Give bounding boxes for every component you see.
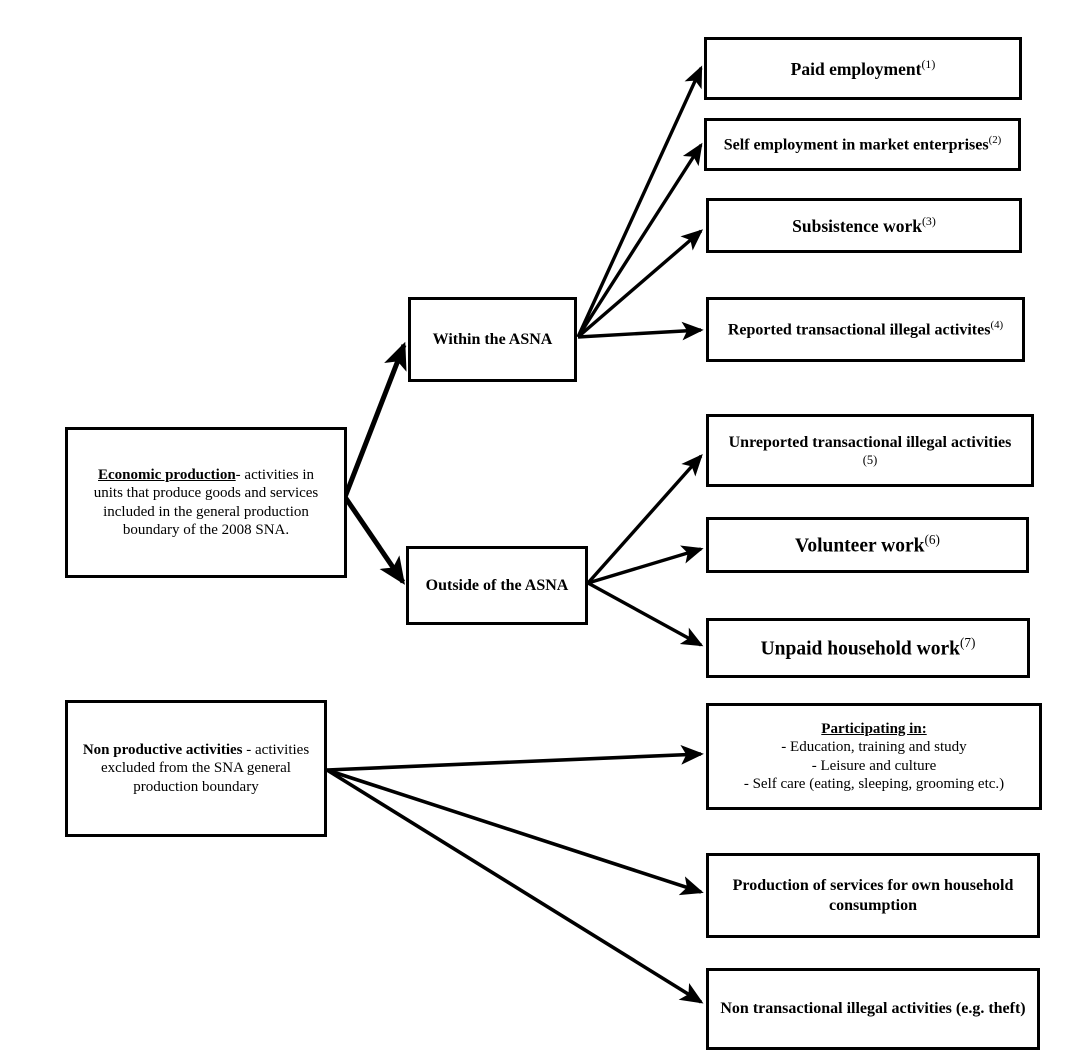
- reported-illegal-note: (4): [990, 319, 1004, 332]
- node-economic-production[interactable]: Economic production- activities in units…: [65, 427, 347, 578]
- unpaid-household-label: Unpaid household work: [760, 638, 960, 660]
- edge-economic-to-outside: [342, 495, 406, 585]
- node-non-transactional-illegal[interactable]: Non transactional illegal activities (e.…: [706, 968, 1040, 1050]
- edge-outside-to-unreported-illegal: [586, 453, 703, 585]
- node-outside-asna[interactable]: Outside of the ASNA: [406, 546, 588, 625]
- edge-group-within-asna: [576, 65, 704, 341]
- subsistence-work-label: Subsistence work: [792, 215, 922, 236]
- edge-group-economic-production: [342, 341, 407, 585]
- node-subsistence-work[interactable]: Subsistence work(3): [706, 198, 1022, 253]
- subsistence-work-note: (3): [921, 213, 936, 228]
- own-household-label: Production of services for own household…: [732, 876, 1014, 914]
- participating-line-education: - Education, training and study: [781, 739, 967, 756]
- edge-economic-to-within: [342, 341, 407, 498]
- node-non-productive-activities[interactable]: Non productive activities - activities e…: [65, 700, 327, 837]
- edge-outside-to-unpaid-household: [587, 581, 704, 647]
- edge-outside-to-volunteer-work: [587, 545, 704, 585]
- edge-group-non-productive: [326, 744, 704, 1004]
- reported-illegal-label: Reported transactional illegal activites: [727, 321, 991, 339]
- outside-asna-label: Outside of the ASNA: [425, 576, 569, 594]
- non-productive-label: Non productive activities: [82, 742, 243, 759]
- paid-employment-note: (1): [921, 56, 936, 71]
- node-participating-in[interactable]: Participating in: - Education, training …: [706, 703, 1042, 810]
- node-own-household-consumption[interactable]: Production of services for own household…: [706, 853, 1040, 938]
- node-unpaid-household-work[interactable]: Unpaid household work(7): [706, 618, 1030, 678]
- non-transactional-label: Non transactional illegal activities (e.…: [720, 1000, 1026, 1018]
- volunteer-work-note: (6): [924, 531, 940, 547]
- edge-within-to-paid-employment: [576, 65, 703, 338]
- edge-group-outside-asna: [586, 453, 704, 647]
- node-paid-employment[interactable]: Paid employment(1): [704, 37, 1022, 100]
- participating-line-leisure: - Leisure and culture: [811, 757, 937, 774]
- node-within-asna[interactable]: Within the ASNA: [408, 297, 577, 382]
- self-employment-label: Self employment in market enterprises: [723, 136, 989, 154]
- edge-nonproductive-to-own-household: [326, 768, 704, 896]
- node-unreported-illegal-activities[interactable]: Unreported transactional illegal activit…: [706, 414, 1034, 487]
- paid-employment-label: Paid employment: [790, 58, 922, 79]
- edge-within-to-reported-illegal: [577, 321, 704, 341]
- non-productive-description: - activities excluded from the SNA gener…: [101, 742, 310, 795]
- edge-within-to-subsistence-work: [576, 229, 704, 339]
- economic-production-label: Economic production: [98, 466, 236, 483]
- node-volunteer-work[interactable]: Volunteer work(6): [706, 517, 1029, 573]
- unreported-illegal-label: Unreported transactional illegal activit…: [728, 434, 1012, 452]
- participating-heading: Participating in:: [821, 720, 927, 737]
- node-reported-illegal-activities[interactable]: Reported transactional illegal activites…: [706, 297, 1025, 362]
- edge-nonproductive-to-non-transactional: [326, 768, 704, 1004]
- self-employment-note: (2): [988, 134, 1002, 147]
- edge-nonproductive-to-participating: [326, 744, 704, 772]
- volunteer-work-label: Volunteer work: [795, 535, 925, 557]
- node-self-employment[interactable]: Self employment in market enterprises(2): [704, 118, 1021, 171]
- economic-production-description: - activities in units that produce goods…: [93, 466, 319, 538]
- within-asna-label: Within the ASNA: [432, 330, 553, 348]
- unpaid-household-note: (7): [959, 634, 976, 650]
- participating-line-self-care: - Self care (eating, sleeping, grooming …: [743, 775, 1005, 792]
- unreported-illegal-note: (5): [862, 452, 878, 467]
- edge-within-to-self-employment: [576, 142, 703, 338]
